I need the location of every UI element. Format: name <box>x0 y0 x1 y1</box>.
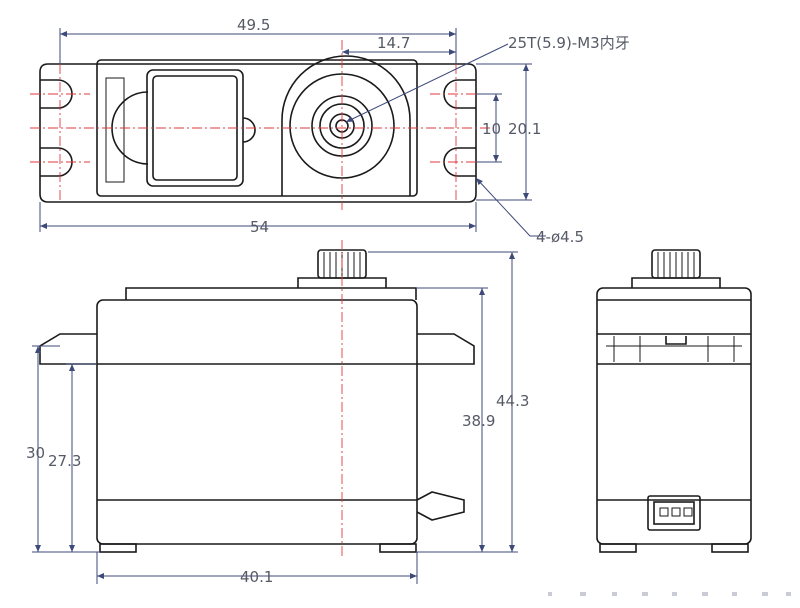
dim-spline-offset: 14.7 <box>377 34 410 52</box>
dim-overall-width: 49.5 <box>237 16 270 34</box>
dim-ear-height-inner: 27.3 <box>48 452 81 470</box>
dim-mount-span: 54 <box>250 218 269 236</box>
connector <box>647 495 701 531</box>
dim-ear-height: 20.1 <box>508 120 541 138</box>
watermark <box>548 592 791 596</box>
dim-body-width: 40.1 <box>240 568 273 586</box>
top-view: 49.5 14.7 25T(5.9)-M3内牙 10 20.1 54 4-ø4.… <box>30 16 630 246</box>
front-view: 44.3 38.9 30 27.3 40.1 <box>26 240 529 586</box>
hole-note: 4-ø4.5 <box>536 228 584 246</box>
dim-ear-height-outer: 30 <box>26 444 45 462</box>
dim-hole-spacing: 10 <box>482 120 501 138</box>
dim-total-height: 44.3 <box>496 392 529 410</box>
dim-body-height: 38.9 <box>462 412 495 430</box>
side-view <box>596 249 752 553</box>
spline-note: 25T(5.9)-M3内牙 <box>508 34 630 52</box>
